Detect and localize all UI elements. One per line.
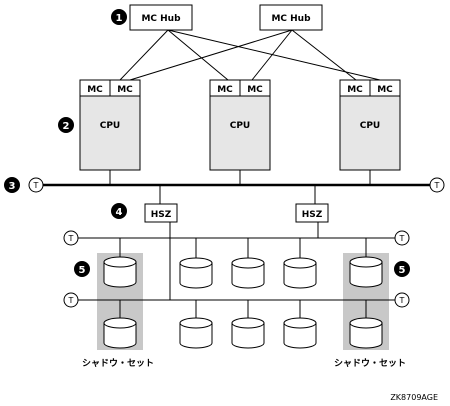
storage-buses (78, 222, 395, 301)
cpu-1-mc-right: MC (117, 85, 133, 95)
cpu-2-mc-right: MC (247, 85, 263, 95)
callout-4-number: 4 (116, 207, 123, 218)
callout-2-number: 2 (63, 121, 70, 132)
callout-1: 1 (111, 9, 127, 25)
disk (231, 317, 265, 349)
cpu-2-label: CPU (230, 121, 251, 131)
terminator-label: T (399, 296, 405, 305)
shadow-set-label-right: シャドウ・セット (334, 358, 406, 369)
disk (231, 257, 265, 289)
mc-hub-2: MC Hub (259, 4, 323, 31)
shadow-disk-left-bottom (103, 317, 137, 349)
disk (283, 317, 317, 349)
cpu-node-1: MC MC CPU (79, 79, 141, 171)
cpu-3-label: CPU (360, 121, 381, 131)
terminator-label: T (434, 181, 440, 190)
terminator-label: T (68, 234, 74, 243)
callout-2: 2 (58, 117, 74, 133)
mc-hub-1-label: MC Hub (141, 14, 181, 24)
disk (283, 257, 317, 289)
callout-4: 4 (111, 203, 127, 219)
disk (179, 257, 213, 289)
callout-3-number: 3 (9, 181, 16, 192)
cpu-node-2: MC MC CPU (209, 79, 271, 171)
shadow-disk-left-top (103, 256, 137, 288)
cpu-3-mc-right: MC (377, 85, 393, 95)
disk-array (103, 256, 383, 349)
main-bus-terminator-right: T (429, 177, 445, 193)
main-bus-terminator-left: T (28, 177, 44, 193)
callout-1-number: 1 (116, 13, 123, 24)
shadow-set-label-left: シャドウ・セット (82, 358, 154, 369)
callout-5-number: 5 (79, 265, 86, 276)
hub-links (119, 29, 381, 81)
hsz-2-label: HSZ (302, 210, 323, 220)
disk (179, 317, 213, 349)
hsz-1-label: HSZ (151, 210, 172, 220)
hsz-controller-1: HSZ (144, 203, 178, 223)
cpu-2-mc-left: MC (217, 85, 233, 95)
cpu-1-label: CPU (100, 121, 121, 131)
disk-drops (119, 238, 367, 318)
mc-hub-2-label: MC Hub (271, 14, 311, 24)
shadow-disk-right-top (349, 256, 383, 288)
terminator-label: T (399, 234, 405, 243)
callout-5-right: 5 (394, 261, 410, 277)
callout-3: 3 (4, 177, 20, 193)
storage-bus-terminators: T T T T (63, 230, 410, 308)
hsz-controller-2: HSZ (295, 203, 329, 223)
shadow-disk-right-bottom (349, 317, 383, 349)
figure-id: ZK8709AGE (390, 393, 438, 402)
callout-5-number: 5 (399, 265, 406, 276)
cpu-1-mc-left: MC (87, 85, 103, 95)
mc-hub-1: MC Hub (129, 4, 193, 31)
terminator-label: T (33, 181, 39, 190)
cpu-bus-drops (109, 170, 371, 185)
callout-5-left: 5 (74, 261, 90, 277)
cpu-3-mc-left: MC (347, 85, 363, 95)
terminator-label: T (68, 296, 74, 305)
cpu-node-3: MC MC CPU (339, 79, 401, 171)
